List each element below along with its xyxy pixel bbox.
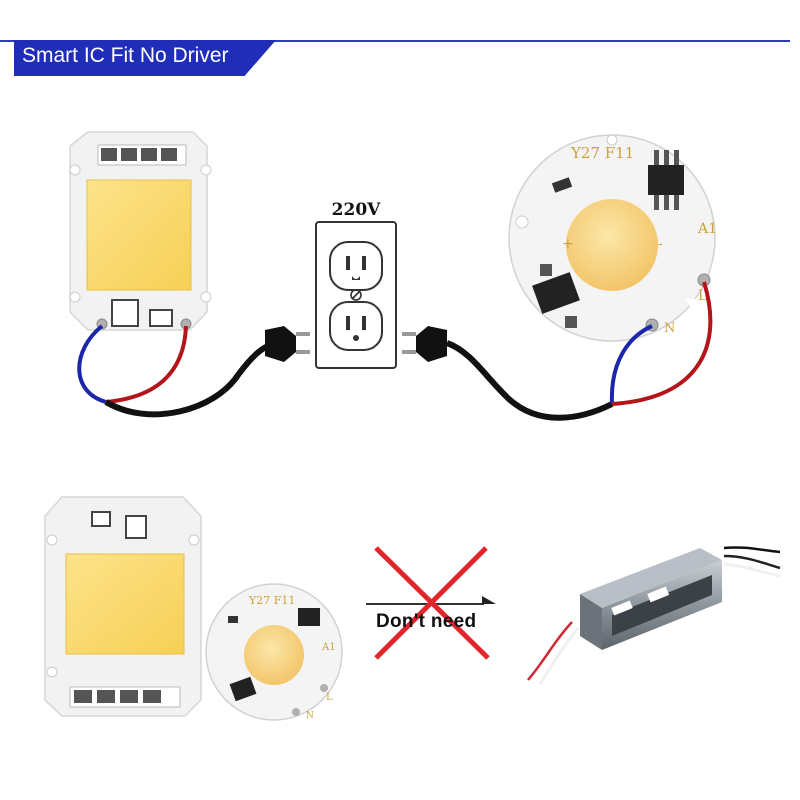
wire-black-left bbox=[104, 339, 284, 418]
voltage-label: 220V bbox=[332, 200, 381, 220]
plus-label: + bbox=[562, 236, 574, 252]
pad-a1-label-small: A1 bbox=[321, 642, 336, 653]
pad-l-label-small: L bbox=[326, 692, 333, 703]
plug-icon bbox=[265, 326, 310, 362]
wire-blue-right bbox=[609, 324, 653, 405]
wire-blue-left bbox=[77, 324, 107, 404]
pad-n-label-small: N bbox=[306, 711, 314, 721]
pad-l-label: L bbox=[698, 288, 707, 304]
round-chip-model-label-small: Y27 F11 bbox=[248, 594, 295, 607]
pad-n-label: N bbox=[664, 321, 675, 336]
rect-cob-chip-top bbox=[69, 131, 212, 331]
wire-red-left bbox=[105, 325, 188, 404]
banner-title: Smart IC Fit No Driver bbox=[22, 44, 229, 67]
round-chip-model-label: Y27 F11 bbox=[570, 144, 634, 162]
plug-icon bbox=[402, 326, 447, 362]
cross-icon bbox=[374, 546, 490, 660]
round-cob-chip-bottom bbox=[205, 583, 343, 721]
banner bbox=[14, 40, 276, 76]
minus-label: - bbox=[658, 236, 663, 252]
led-driver-image bbox=[527, 546, 781, 685]
wire-black-right bbox=[445, 340, 614, 421]
banner-rule bbox=[0, 40, 790, 42]
round-cob-chip-top bbox=[508, 134, 716, 342]
wire-red-right bbox=[611, 281, 713, 406]
arrow-icon bbox=[366, 596, 496, 605]
outlet-icon bbox=[315, 221, 397, 369]
dont-need-label: Don't need bbox=[376, 611, 477, 632]
pad-a1-label: A1 bbox=[697, 221, 717, 237]
rect-cob-chip-bottom bbox=[44, 496, 202, 717]
